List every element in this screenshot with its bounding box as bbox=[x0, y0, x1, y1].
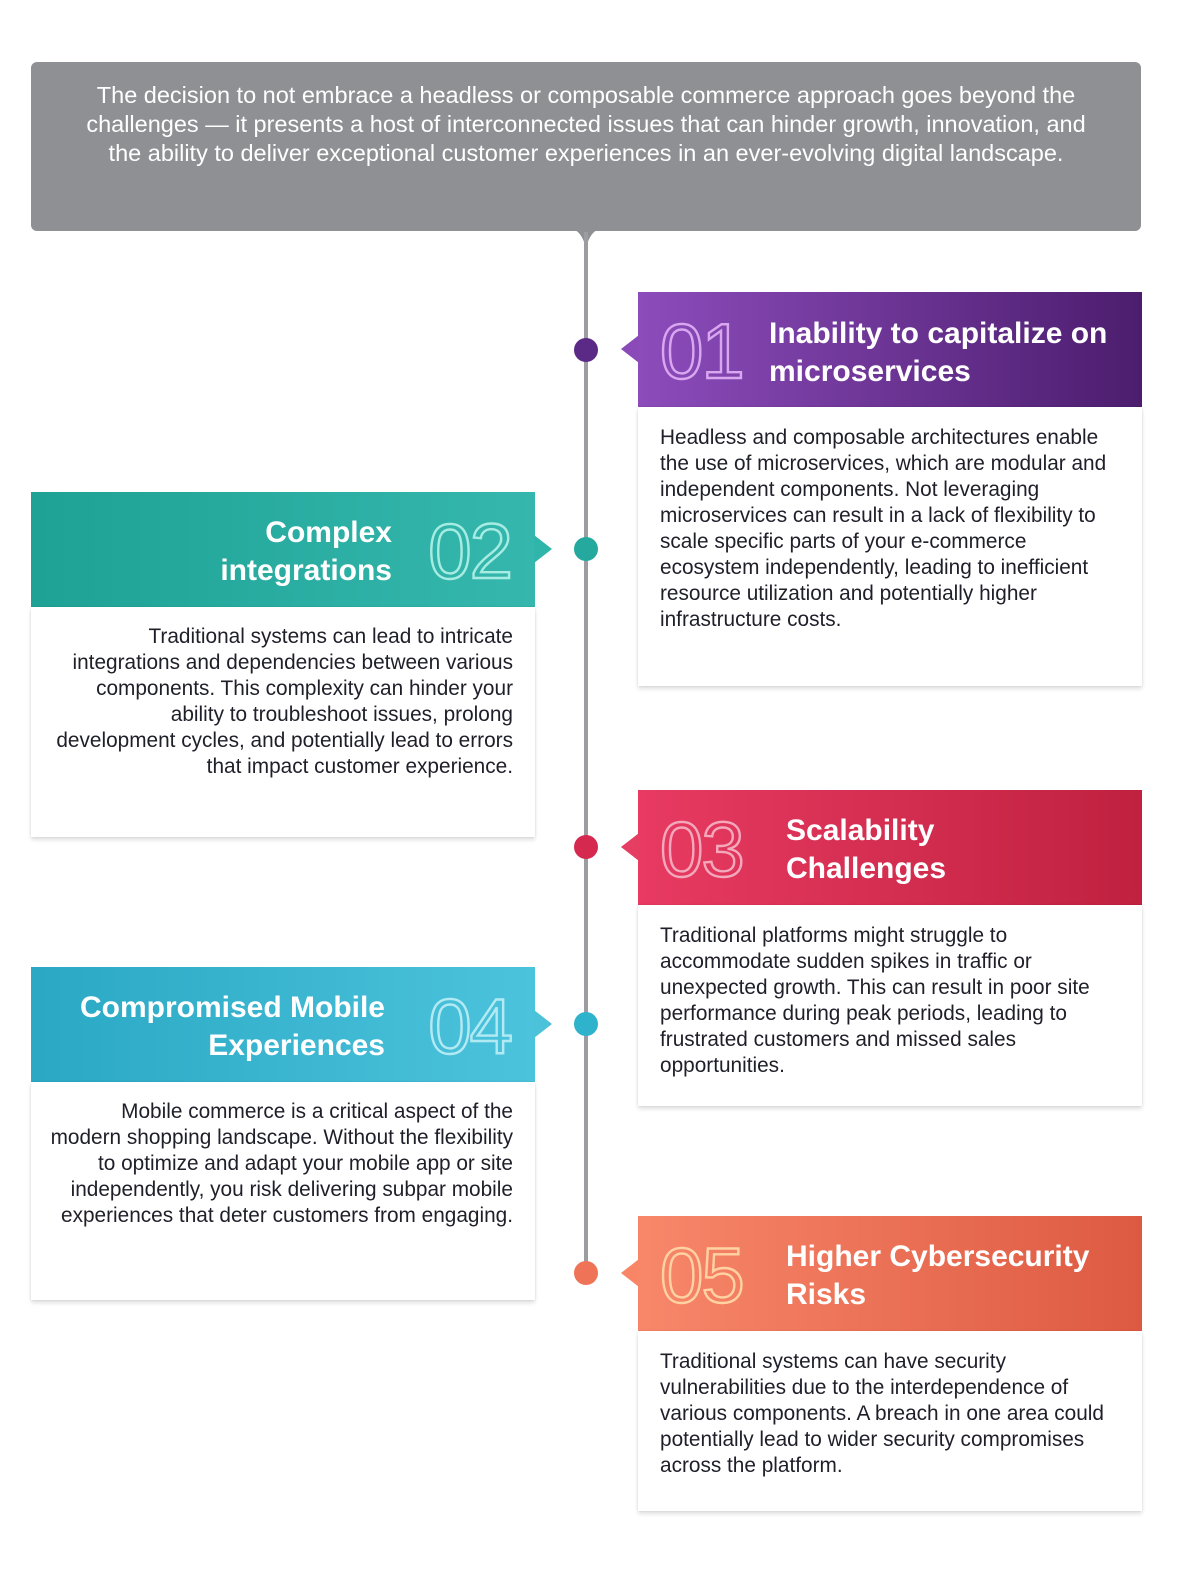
card-body: Headless and composable architectures en… bbox=[638, 407, 1142, 686]
card-title: Scalability Challenges bbox=[786, 814, 947, 885]
card-header: 03 Scalability Challenges bbox=[621, 790, 1142, 905]
card-header: 05 Higher Cybersecurity Risks bbox=[621, 1216, 1142, 1331]
card-header: Complex integrations 02 bbox=[31, 492, 552, 607]
card-title: Compromised Mobile Experiences bbox=[79, 991, 385, 1062]
intro-text: The decision to not embrace a headless o… bbox=[86, 82, 1086, 166]
card-title: Higher Cybersecurity Risks bbox=[786, 1240, 1090, 1311]
card-number: 03 bbox=[659, 804, 746, 894]
intro-banner: The decision to not embrace a headless o… bbox=[31, 62, 1141, 231]
card-number: 02 bbox=[427, 506, 514, 596]
card-body: Mobile commerce is a critical aspect of … bbox=[31, 1082, 535, 1300]
challenge-card-04: Compromised Mobile Experiences 04 Mobile… bbox=[31, 967, 552, 1300]
timeline-line bbox=[584, 232, 588, 1274]
challenge-card-01: 01 Inability to capitalize on microservi… bbox=[621, 292, 1142, 686]
card-title: Complex integrations bbox=[220, 516, 392, 587]
timeline-dot-04 bbox=[574, 1012, 598, 1036]
timeline-dot-05 bbox=[574, 1261, 598, 1285]
card-body: Traditional systems can have security vu… bbox=[638, 1331, 1142, 1511]
challenge-card-03: 03 Scalability Challenges Traditional pl… bbox=[621, 790, 1142, 1106]
challenge-card-02: Complex integrations 02 Traditional syst… bbox=[31, 492, 552, 837]
timeline-dot-02 bbox=[574, 537, 598, 561]
card-body: Traditional systems can lead to intricat… bbox=[31, 607, 535, 837]
card-header: Compromised Mobile Experiences 04 bbox=[31, 967, 552, 1082]
card-number: 05 bbox=[659, 1230, 746, 1320]
card-body: Traditional platforms might struggle to … bbox=[638, 905, 1142, 1106]
timeline-dot-01 bbox=[574, 338, 598, 362]
card-header: 01 Inability to capitalize on microservi… bbox=[621, 292, 1142, 407]
challenge-card-05: 05 Higher Cybersecurity Risks Traditiona… bbox=[621, 1216, 1142, 1511]
card-number: 04 bbox=[427, 981, 514, 1071]
card-title: Inability to capitalize on microservices bbox=[769, 317, 1108, 388]
card-number: 01 bbox=[659, 306, 746, 396]
timeline-dot-03 bbox=[574, 835, 598, 859]
